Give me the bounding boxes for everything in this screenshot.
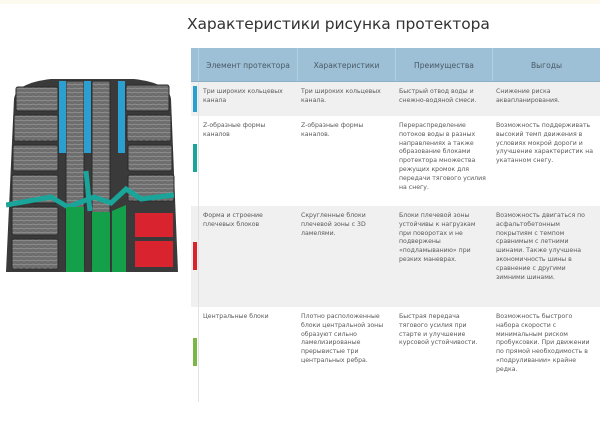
red-accent-marker <box>193 242 197 270</box>
table-row: Z-образные формы каналов Z-образные форм… <box>191 116 600 206</box>
header-benefits: Выгоды <box>492 48 600 81</box>
cell-element: Три широких кольцевых канала <box>198 82 297 116</box>
cell-characteristics: Скругленные блоки плечевой зоны с 3D лам… <box>301 212 366 237</box>
cell-element: Центральные блоки <box>198 307 297 402</box>
header-element: Элемент протектора <box>198 48 297 81</box>
top-bar <box>0 0 600 4</box>
header-strip <box>191 48 198 81</box>
teal-accent-marker <box>193 144 197 172</box>
green-accent-marker <box>193 338 197 366</box>
cell-characteristics: Три широких кольцевых канала. <box>301 88 381 104</box>
cell-advantages: Перераспределение потоков воды в разных … <box>399 122 486 191</box>
tread-characteristics-table: Элемент протектора Характеристики Преиму… <box>191 48 600 402</box>
table-row: Форма и строение плечевых блоков Скругле… <box>191 206 600 307</box>
page-title: Характеристики рисунка протектора <box>187 15 490 33</box>
cell-benefits: Возможность поддерживать высокий темп дв… <box>496 122 594 165</box>
cell-advantages: Быстрый отвод воды и снежно-водяной смес… <box>399 88 477 104</box>
table-row: Центральные блоки Плотно расположенные б… <box>191 307 600 402</box>
table-header: Элемент протектора Характеристики Преиму… <box>191 48 600 82</box>
table-row: Три широких кольцевых канала Три широких… <box>191 82 600 116</box>
cell-benefits: Возможность двигаться по асфальтобетонны… <box>496 212 585 281</box>
blue-accent-marker <box>193 86 197 112</box>
header-advantages: Преимущества <box>395 48 492 81</box>
cell-benefits: Снижение риска аквапланирования. <box>496 88 560 104</box>
cell-benefits: Возможность быстрого набора скорости с м… <box>496 313 590 373</box>
tire-tread-illustration <box>6 79 178 272</box>
cell-characteristics: Z-образные формы каналов. <box>301 122 364 138</box>
cell-advantages: Блоки плечевой зоны устойчивы к нагрузка… <box>399 212 476 263</box>
cell-element: Форма и строение плечевых блоков <box>198 206 297 307</box>
cell-advantages: Быстрая передача тягового усилия при ста… <box>399 313 478 347</box>
cell-characteristics: Плотно расположенные блоки центральной з… <box>301 313 384 364</box>
cell-element: Z-образные формы каналов <box>198 116 297 206</box>
header-characteristics: Характеристики <box>297 48 395 81</box>
